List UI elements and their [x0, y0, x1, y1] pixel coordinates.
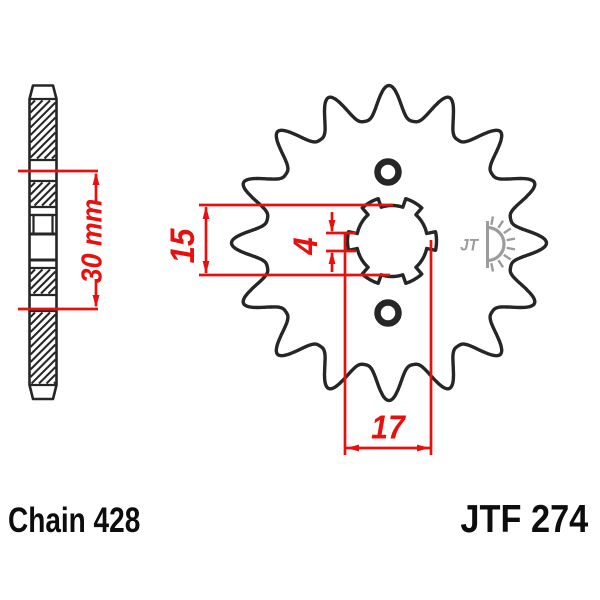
sun-ray-icon: [490, 216, 495, 226]
mounting-hole-bottom: [374, 299, 402, 327]
hatch-line: [29, 116, 57, 144]
hatch-line: [51, 154, 57, 160]
hatch-line: [29, 336, 57, 363]
hatch-line: [33, 183, 57, 207]
hatch-line: [29, 268, 36, 275]
sun-ray-icon: [503, 227, 512, 235]
dim-hub-arrowhead: [417, 444, 430, 452]
hatch-line: [32, 270, 57, 295]
hatch-line: [41, 191, 57, 207]
hatch-line: [29, 311, 36, 318]
chain-size-label: Chain 428: [8, 501, 141, 540]
hatch-line: [29, 351, 57, 378]
hatch-line: [29, 181, 36, 188]
hatch-line: [45, 373, 57, 385]
hatch-line: [29, 328, 57, 356]
hatch-line: [43, 146, 57, 160]
hatch-line: [30, 358, 57, 385]
hatch-line: [29, 268, 51, 290]
hatch-line: [29, 101, 57, 129]
hatch-line: [29, 181, 44, 196]
dim-width-arrowhead: [92, 172, 100, 185]
sun-ray-icon: [497, 220, 505, 229]
hatch-line: [29, 109, 57, 136]
dim-bore-arrowhead: [202, 206, 210, 219]
hatch-line: [38, 366, 57, 385]
hatch-line: [53, 381, 57, 385]
part-number-label: JTF 274: [460, 498, 588, 541]
hatch-line: [29, 99, 51, 121]
dim-keyway-label: 4: [287, 237, 325, 255]
hatch-line: [36, 139, 57, 160]
spline-bore: [345, 197, 439, 285]
dim-bore-arrowhead: [202, 261, 210, 274]
sun-ray-icon: [506, 237, 516, 242]
hatch-line: [29, 124, 57, 151]
hatch-line: [29, 181, 51, 203]
dim-bore-label: 15: [164, 228, 202, 264]
hatch-line: [29, 99, 36, 106]
hatch-line: [29, 343, 57, 371]
jt-logo-text: JT: [460, 235, 478, 255]
side-view-hub-rect: [32, 213, 54, 236]
sun-ray-icon: [503, 253, 512, 261]
hatch-line: [40, 278, 57, 295]
hatch-line: [29, 311, 44, 326]
dim-width-label: 30 mm: [76, 198, 109, 284]
hatch-line: [29, 99, 44, 114]
hatch-line: [29, 268, 44, 283]
dim-keyway-arrowhead: [328, 251, 336, 264]
dim-hub-label: 17: [371, 408, 405, 446]
hatch-line: [47, 285, 57, 295]
dim-width-arrowhead: [92, 295, 100, 308]
sun-ray-icon: [497, 259, 505, 268]
mounting-hole-top: [374, 158, 402, 186]
hatch-line: [29, 131, 57, 159]
dim-keyway-arrowhead: [328, 220, 336, 233]
hatch-line: [29, 313, 57, 341]
hatch-line: [29, 311, 51, 333]
sun-icon: [487, 225, 506, 263]
sun-ray-icon: [490, 262, 495, 272]
hatch-line: [48, 198, 57, 207]
dim-hub-arrowhead: [346, 444, 359, 452]
hatch-line: [29, 321, 57, 348]
sun-ray-icon: [506, 246, 516, 251]
